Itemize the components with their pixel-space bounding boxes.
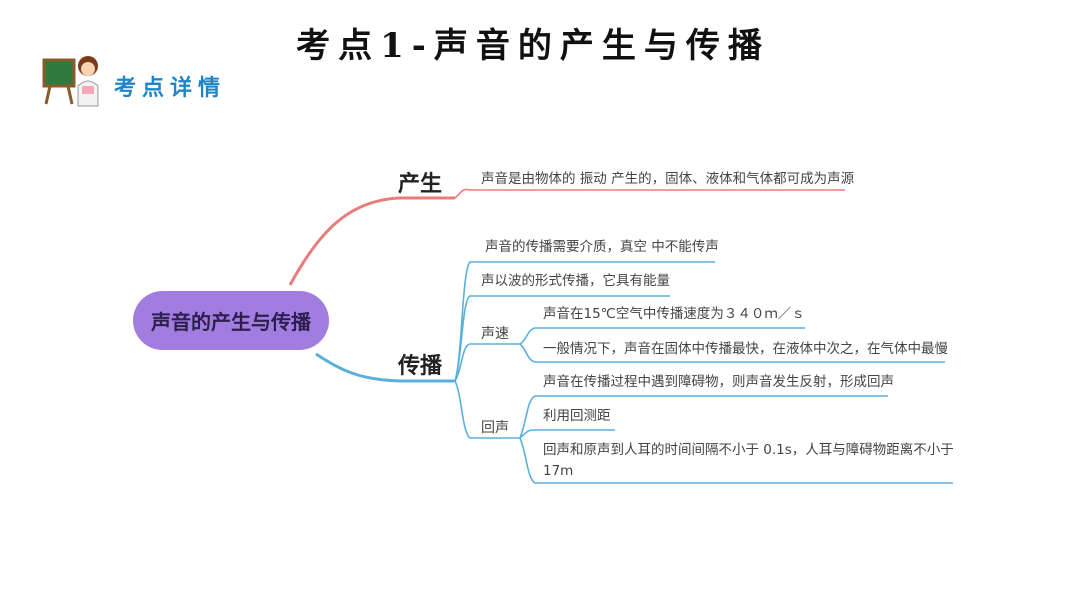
- mindmap-root-node: 声音的产生与传播: [133, 291, 329, 350]
- leaf-sound-source: 声音是由物体的 振动 产生的，固体、液体和气体都可成为声源: [481, 171, 855, 187]
- leaf-speed-in-air: 声音在15℃空气中传播速度为３４０ｍ／ｓ: [543, 306, 805, 322]
- sub-label-sound-speed: 声速: [481, 326, 509, 342]
- section-tag: 考点详情: [114, 75, 227, 101]
- leaf-echo-interval: 回声和原声到人耳的时间间隔不小于 0.1s，人耳与障碍物距离不小于: [543, 442, 954, 458]
- branch-label-propagation: 传播: [398, 354, 443, 379]
- teacher-chalkboard-icon: [42, 56, 99, 107]
- sub-label-echo: 回声: [481, 420, 509, 436]
- leaf-echo-reflection: 声音在传播过程中遇到障碍物，则声音发生反射，形成回声: [543, 374, 894, 390]
- leaf-echo-distance: 17m: [543, 463, 574, 479]
- leaf-speed-by-medium: 一般情况下，声音在固体中传播最快，在液体中次之，在气体中最慢: [543, 341, 948, 357]
- page-title: 考点1-声音的产生与传播: [296, 26, 770, 66]
- leaf-medium-required: 声音的传播需要介质，真空 中不能传声: [485, 239, 719, 255]
- leaf-echo-ranging: 利用回测距: [543, 408, 611, 424]
- branch-label-generation: 产生: [398, 172, 443, 197]
- leaf-wave-energy: 声以波的形式传播，它具有能量: [481, 273, 670, 289]
